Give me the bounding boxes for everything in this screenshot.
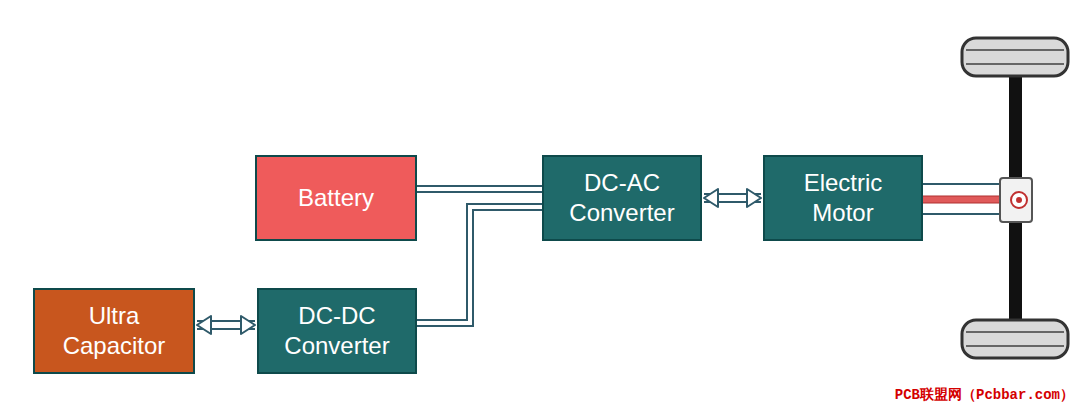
differential bbox=[1000, 178, 1032, 222]
wheel bbox=[962, 38, 1068, 76]
ultracapacitor-box: Ultra Capacitor bbox=[33, 288, 195, 374]
box-label: DC-DC Converter bbox=[269, 301, 405, 361]
connector-line bbox=[704, 193, 761, 203]
motor-shaft bbox=[922, 196, 1002, 203]
shaft-line bbox=[922, 183, 1002, 185]
box-label: Ultra Capacitor bbox=[45, 301, 183, 361]
converter-box: DC-DC Converter bbox=[257, 288, 417, 374]
box-label: DC-AC Converter bbox=[554, 168, 690, 228]
gear-center bbox=[1016, 197, 1022, 203]
power-arrow bbox=[704, 198, 761, 199]
connector-line bbox=[417, 207, 542, 323]
power-bus bbox=[417, 189, 542, 190]
gear bbox=[1011, 192, 1027, 208]
box-label: Electric Motor bbox=[775, 168, 911, 228]
box-label: Battery bbox=[298, 183, 374, 213]
battery-box: Battery bbox=[255, 155, 417, 241]
watermark: PCB联盟网（Pcbbar.com） bbox=[895, 386, 1074, 404]
converter-box: DC-AC Converter bbox=[542, 155, 702, 241]
motor-box: Electric Motor bbox=[763, 155, 923, 241]
connector-line bbox=[197, 320, 255, 330]
connector-line bbox=[417, 185, 542, 193]
power-bus bbox=[417, 207, 542, 323]
power-arrow bbox=[197, 325, 255, 326]
shaft-line bbox=[922, 213, 1002, 215]
wheel bbox=[962, 320, 1068, 358]
